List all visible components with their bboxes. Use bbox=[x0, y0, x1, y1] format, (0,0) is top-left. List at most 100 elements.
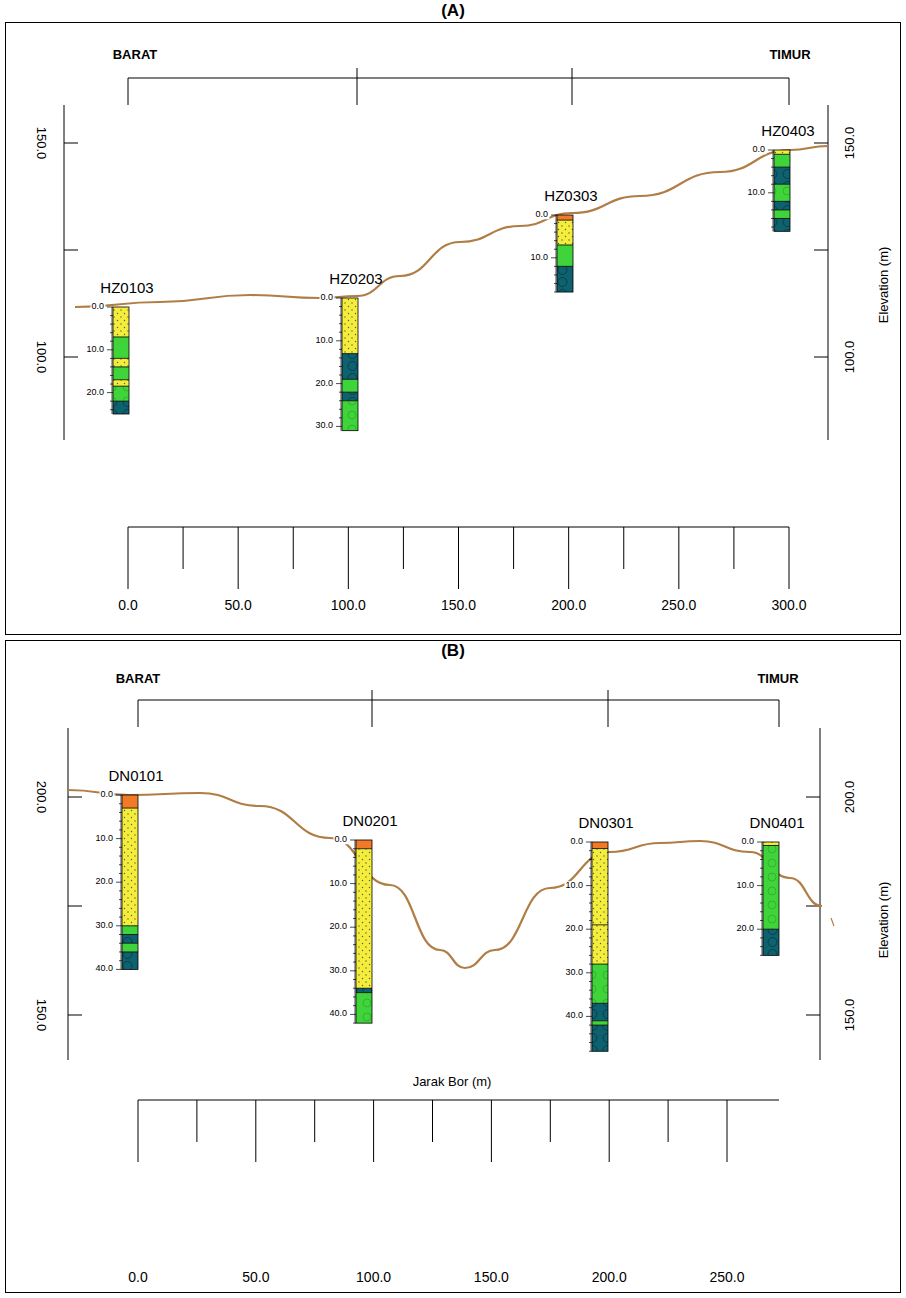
soil-layer bbox=[774, 201, 790, 210]
distance-value: 150.0 bbox=[474, 1270, 509, 1285]
distance-tick bbox=[403, 527, 404, 569]
depth-tick bbox=[119, 873, 122, 874]
soil-layer bbox=[557, 245, 573, 266]
depth-tick bbox=[353, 935, 356, 936]
distance-tick bbox=[623, 527, 624, 569]
depth-tick bbox=[771, 218, 774, 219]
depth-tick bbox=[589, 1007, 592, 1008]
depth-tick bbox=[589, 990, 592, 991]
layer-boundary bbox=[122, 934, 138, 935]
depth-axis bbox=[773, 150, 774, 231]
section-bracket bbox=[138, 700, 779, 701]
borehole-id: HZ0403 bbox=[761, 123, 814, 139]
depth-value: 30.0 bbox=[328, 966, 348, 975]
layer-boundary bbox=[592, 1025, 608, 1026]
depth-tick bbox=[353, 848, 356, 849]
elevation-tick bbox=[64, 143, 78, 144]
depth-tick bbox=[760, 876, 763, 877]
distance-value: 0.0 bbox=[118, 598, 137, 613]
distance-tick bbox=[314, 1100, 315, 1142]
depth-tick bbox=[771, 227, 774, 228]
depth-value: 0.0 bbox=[534, 210, 549, 219]
soil-layer bbox=[592, 849, 608, 925]
depth-tick bbox=[119, 847, 122, 848]
borehole-id: DN0301 bbox=[578, 815, 633, 831]
depth-tick bbox=[353, 979, 356, 980]
depth-tick bbox=[119, 821, 122, 822]
depth-tick bbox=[119, 917, 122, 918]
layer-boundary bbox=[774, 167, 790, 168]
depth-value: 20.0 bbox=[94, 877, 114, 886]
depth-tick bbox=[110, 358, 113, 359]
layer-boundary bbox=[774, 218, 790, 219]
elevation-value: 100.0 bbox=[34, 341, 48, 374]
axis-title: Elevation (m) bbox=[877, 882, 891, 959]
depth-value: 30.0 bbox=[94, 921, 114, 930]
soil-layer bbox=[763, 842, 779, 845]
elevation-axis bbox=[820, 728, 821, 1060]
depth-tick bbox=[339, 306, 342, 307]
layer-boundary bbox=[342, 392, 358, 393]
depth-tick bbox=[339, 323, 342, 324]
layer-boundary bbox=[592, 964, 608, 965]
soil-layer bbox=[763, 929, 779, 955]
depth-tick bbox=[353, 866, 356, 867]
section-bracket bbox=[357, 68, 358, 105]
distance-value: 50.0 bbox=[242, 1270, 269, 1285]
depth-value: 20.0 bbox=[85, 388, 105, 397]
depth-value: 10.0 bbox=[94, 834, 114, 843]
depth-tick bbox=[353, 909, 356, 910]
soil-layer bbox=[592, 1003, 608, 1020]
soil-layer bbox=[356, 849, 372, 989]
elevation-axis bbox=[64, 105, 65, 440]
depth-tick bbox=[589, 964, 592, 965]
depth-value: 20.0 bbox=[564, 924, 584, 933]
depth-tick bbox=[339, 357, 342, 358]
depth-tick bbox=[589, 937, 592, 938]
depth-tick bbox=[760, 850, 763, 851]
depth-tick bbox=[353, 874, 356, 875]
section-bracket bbox=[138, 700, 139, 727]
soil-layer bbox=[122, 926, 138, 935]
borehole-id: DN0101 bbox=[108, 768, 163, 784]
depth-value: 40.0 bbox=[328, 1010, 348, 1019]
soil-layer bbox=[592, 1021, 608, 1025]
distance-tick bbox=[293, 527, 294, 569]
soil-layer bbox=[122, 952, 138, 969]
distance-tick bbox=[609, 1100, 610, 1162]
depth-axis bbox=[121, 795, 122, 969]
soil-layer bbox=[342, 379, 358, 392]
depth-tick bbox=[339, 332, 342, 333]
depth-tick bbox=[589, 911, 592, 912]
ground-surface bbox=[75, 146, 828, 307]
layer-boundary bbox=[763, 929, 779, 930]
soil-layer bbox=[342, 298, 358, 354]
soil-layer bbox=[113, 380, 129, 386]
depth-tick bbox=[119, 951, 122, 952]
layer-boundary bbox=[557, 266, 573, 267]
soil-layer bbox=[122, 935, 138, 944]
depth-tick bbox=[760, 946, 763, 947]
soil-layer bbox=[113, 307, 129, 337]
depth-tick bbox=[339, 366, 342, 367]
depth-tick bbox=[339, 417, 342, 418]
axis-title: Elevation (m) bbox=[877, 247, 891, 324]
elevation-tick bbox=[64, 250, 78, 251]
section-bracket bbox=[128, 78, 129, 105]
depth-tick bbox=[760, 868, 763, 869]
layer-boundary bbox=[557, 244, 573, 245]
depth-axis bbox=[591, 842, 592, 1051]
distance-value: 0.0 bbox=[128, 1270, 147, 1285]
elevation-value: 150.0 bbox=[843, 999, 857, 1032]
depth-value: 0.0 bbox=[319, 293, 334, 302]
elevation-tick bbox=[68, 1015, 82, 1016]
soil-layer bbox=[113, 358, 129, 367]
layer-boundary bbox=[113, 358, 129, 359]
soil-layer bbox=[342, 392, 358, 401]
depth-value: 10.0 bbox=[735, 881, 755, 890]
borehole-id: DN0201 bbox=[342, 813, 397, 829]
depth-tick bbox=[119, 899, 122, 900]
elevation-tick bbox=[814, 143, 828, 144]
depth-tick bbox=[353, 918, 356, 919]
depth-tick bbox=[589, 1051, 592, 1052]
